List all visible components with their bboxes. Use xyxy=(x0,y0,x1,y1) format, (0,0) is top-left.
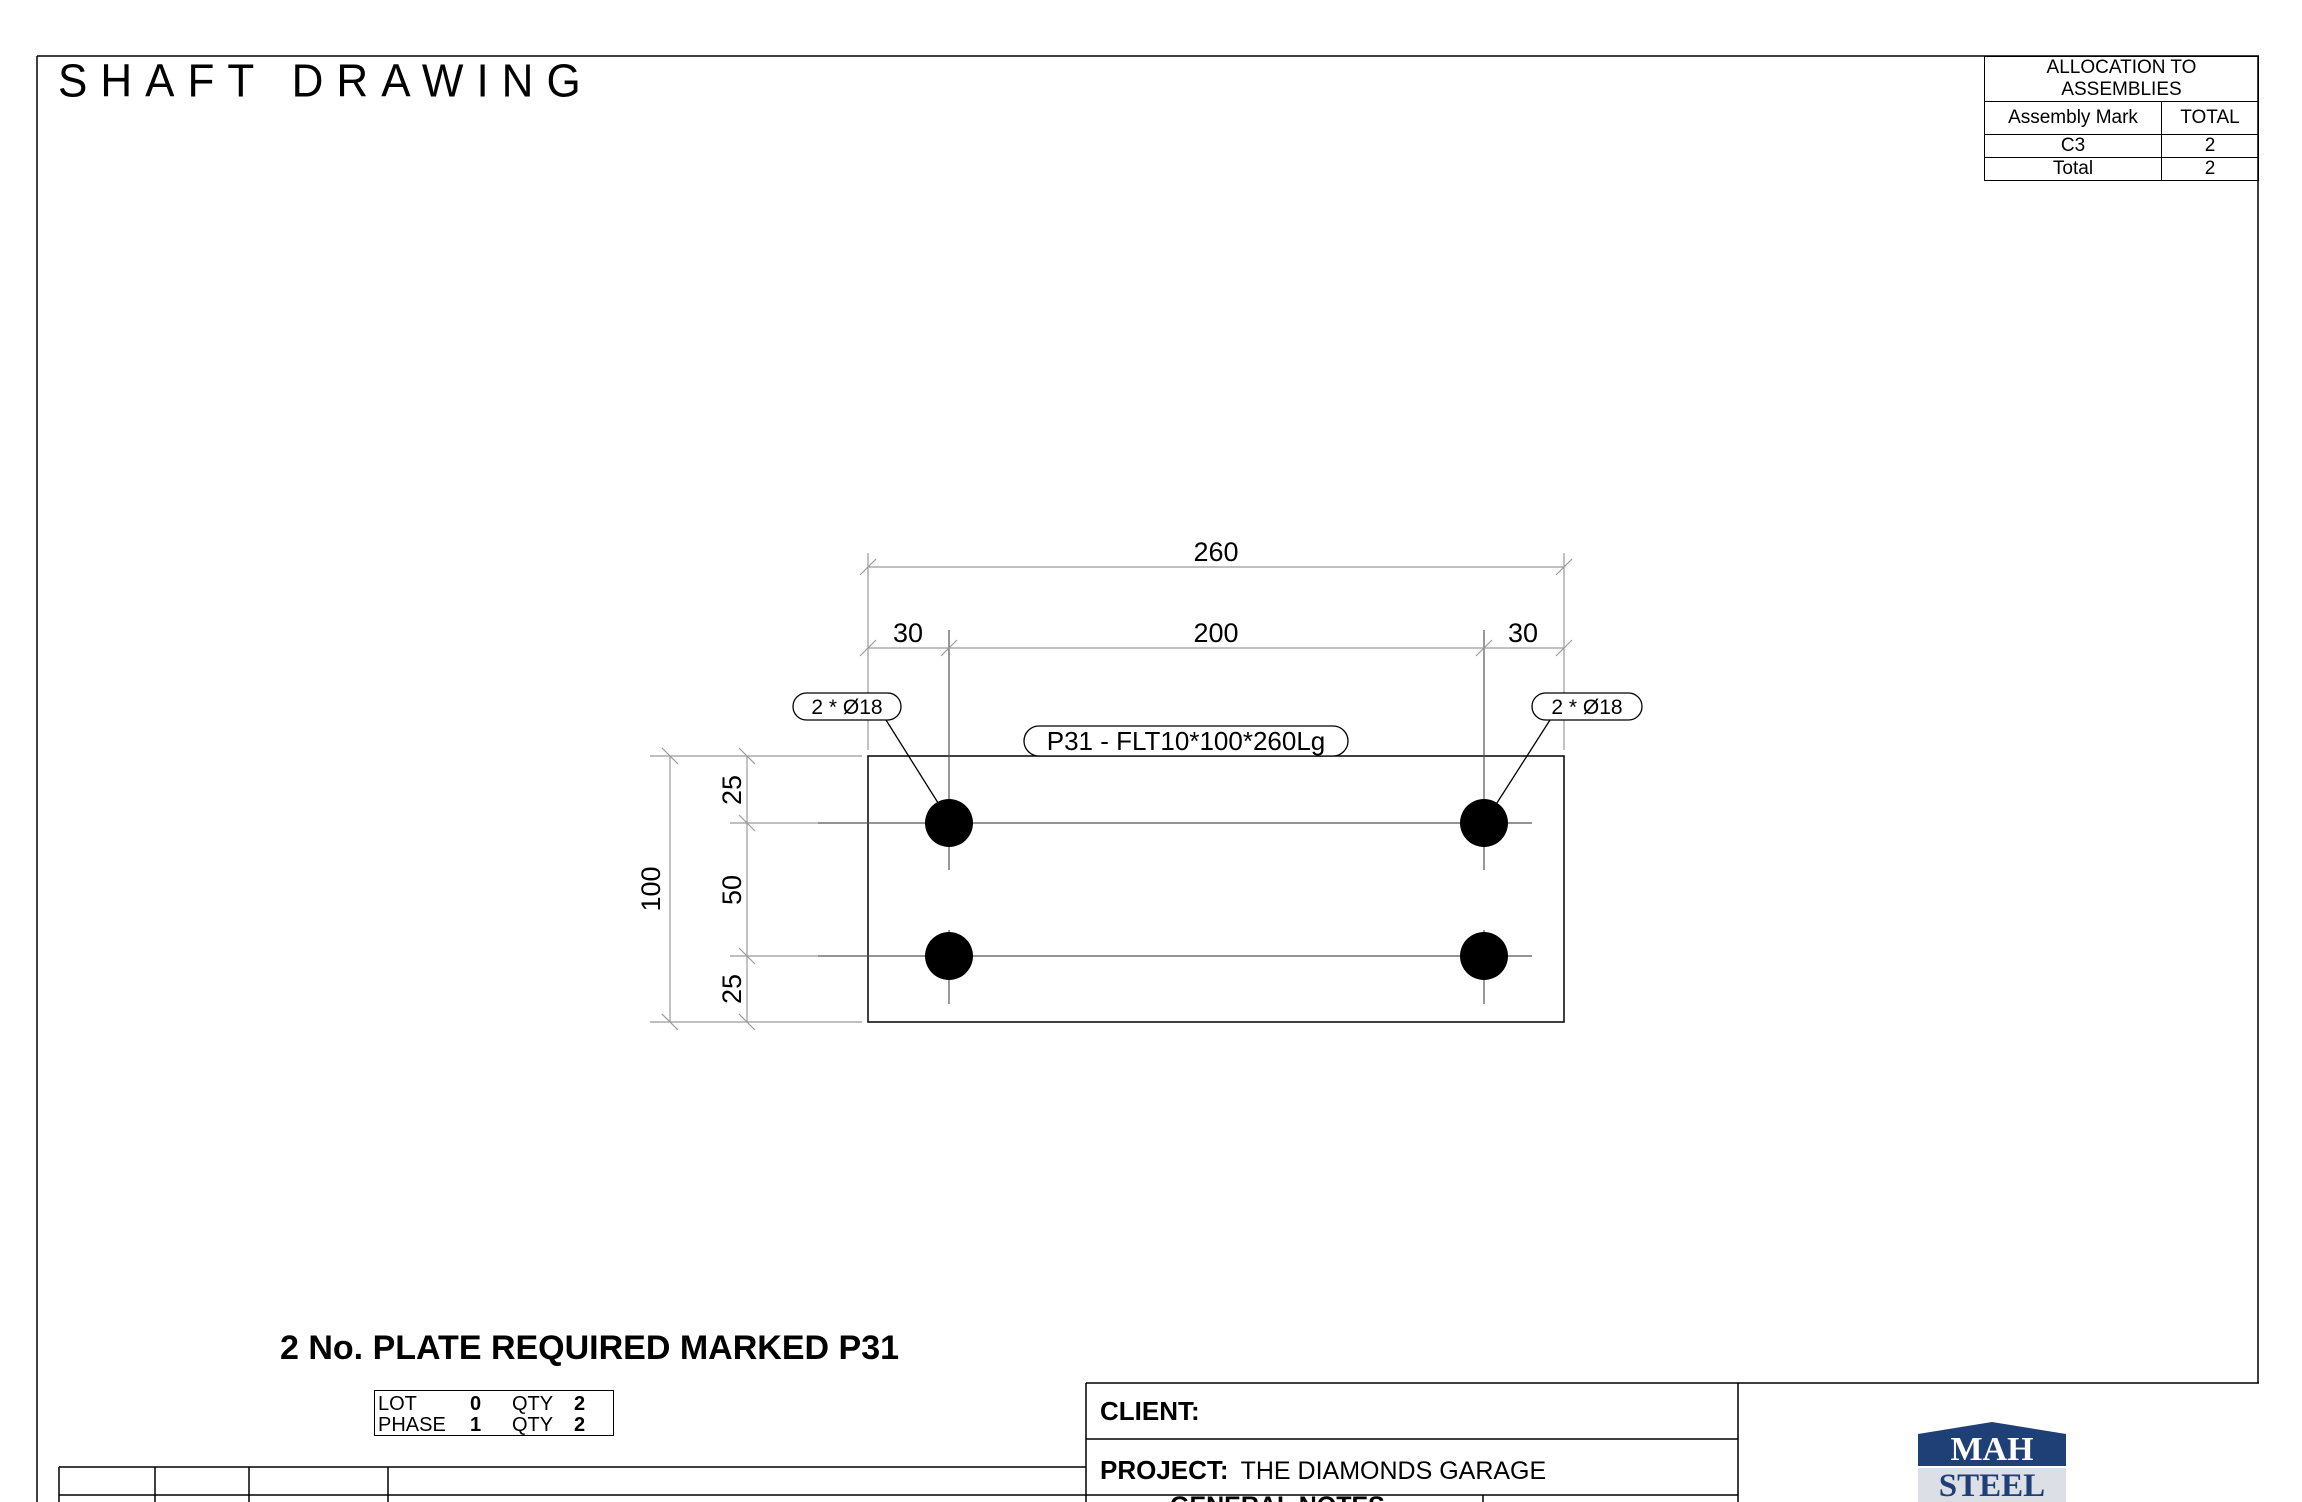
title-block-lines xyxy=(58,1382,2259,1502)
allocation-header: ALLOCATION TO ASSEMBLIES xyxy=(1984,56,2259,102)
client-label: CLIENT: xyxy=(1100,1396,1200,1426)
dim-edge-bottom: 25 xyxy=(717,974,747,1004)
phase-value: 1 xyxy=(470,1414,482,1436)
allocation-table: ALLOCATION TO ASSEMBLIES Assembly Mark T… xyxy=(1984,56,2259,181)
part-label: P31 - FLT10*100*260Lg xyxy=(1023,725,1349,757)
lot-qty-label: QTY xyxy=(512,1393,554,1415)
total-label-cell: Total xyxy=(1984,157,2162,181)
lot-row: LOT 0 QTY 2 xyxy=(378,1393,613,1415)
dim-edge-right: 30 xyxy=(1508,618,1538,648)
total-header: TOTAL xyxy=(2161,101,2259,135)
hole-centerlines xyxy=(818,630,1532,1004)
hole-bottom-left xyxy=(925,932,973,980)
project-label: PROJECT: xyxy=(1100,1455,1229,1485)
vertical-dimensions xyxy=(650,747,862,1031)
mah-steel-logo: MAH STEEL xyxy=(1918,1422,2066,1502)
svg-text:MAH: MAH xyxy=(1950,1431,2033,1468)
lot-phase-box: LOT 0 QTY 2 PHASE 1 QTY 2 xyxy=(374,1390,614,1436)
plate-outline xyxy=(867,755,1565,1023)
hole-top-right xyxy=(1460,799,1508,847)
lot-qty-value: 2 xyxy=(574,1393,586,1415)
phase-label: PHASE xyxy=(378,1414,446,1436)
phase-qty-label: QTY xyxy=(512,1414,554,1436)
hole-callout-right: 2 * Ø18 xyxy=(1494,692,1643,807)
hole-callout-left-text: 2 * Ø18 xyxy=(811,696,882,719)
dim-edge-top: 25 xyxy=(717,775,747,805)
drawing-title: SHAFT DRAWING xyxy=(58,55,594,108)
general-notes-label: GENERAL NOTES xyxy=(1170,1492,1385,1502)
table-row: Total 2 xyxy=(1984,157,2259,181)
hole-callout-left: 2 * Ø18 xyxy=(792,692,941,807)
dim-hole-spacing: 200 xyxy=(1193,618,1238,648)
hole-callout-right-text: 2 * Ø18 xyxy=(1551,696,1622,719)
horizontal-dimensions xyxy=(859,553,1573,750)
dim-row-spacing: 50 xyxy=(717,875,747,905)
assembly-mark-header: Assembly Mark xyxy=(1984,101,2162,135)
project-field: PROJECT: THE DIAMONDS GARAGE xyxy=(1100,1455,1546,1486)
dim-edge-left: 30 xyxy=(893,618,923,648)
phase-qty-value: 2 xyxy=(574,1414,586,1436)
hole-bottom-right xyxy=(1460,932,1508,980)
phase-row: PHASE 1 QTY 2 xyxy=(378,1414,613,1436)
project-value: THE DIAMONDS GARAGE xyxy=(1240,1457,1547,1485)
hole-top-left xyxy=(925,799,973,847)
dim-overall-length: 260 xyxy=(1193,537,1238,567)
part-label-text: P31 - FLT10*100*260Lg xyxy=(1047,726,1326,756)
lot-label: LOT xyxy=(378,1393,417,1415)
lot-value: 0 xyxy=(470,1393,482,1415)
sheet-border xyxy=(36,55,2259,1502)
assembly-total-cell: 2 xyxy=(2161,134,2259,158)
assembly-mark-cell: C3 xyxy=(1984,134,2162,158)
plate-requirement-note: 2 No. PLATE REQUIRED MARKED P31 xyxy=(280,1329,900,1367)
total-value-cell: 2 xyxy=(2161,157,2259,181)
svg-text:STEEL: STEEL xyxy=(1939,1468,2045,1502)
table-row: C3 2 xyxy=(1984,134,2259,158)
dim-overall-width: 100 xyxy=(636,866,666,911)
